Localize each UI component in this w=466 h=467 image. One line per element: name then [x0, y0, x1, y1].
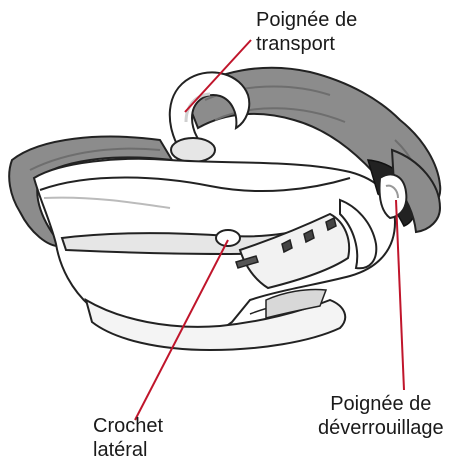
callout-release-handle: Poignée de déverrouillage — [318, 392, 444, 440]
side-hook — [216, 230, 240, 246]
callout-transport-handle: Poignée de transport — [256, 8, 357, 56]
release-handle — [379, 174, 406, 218]
leader-line-release-handle — [396, 200, 404, 390]
callout-side-hook: Crochet latéral — [93, 414, 163, 462]
